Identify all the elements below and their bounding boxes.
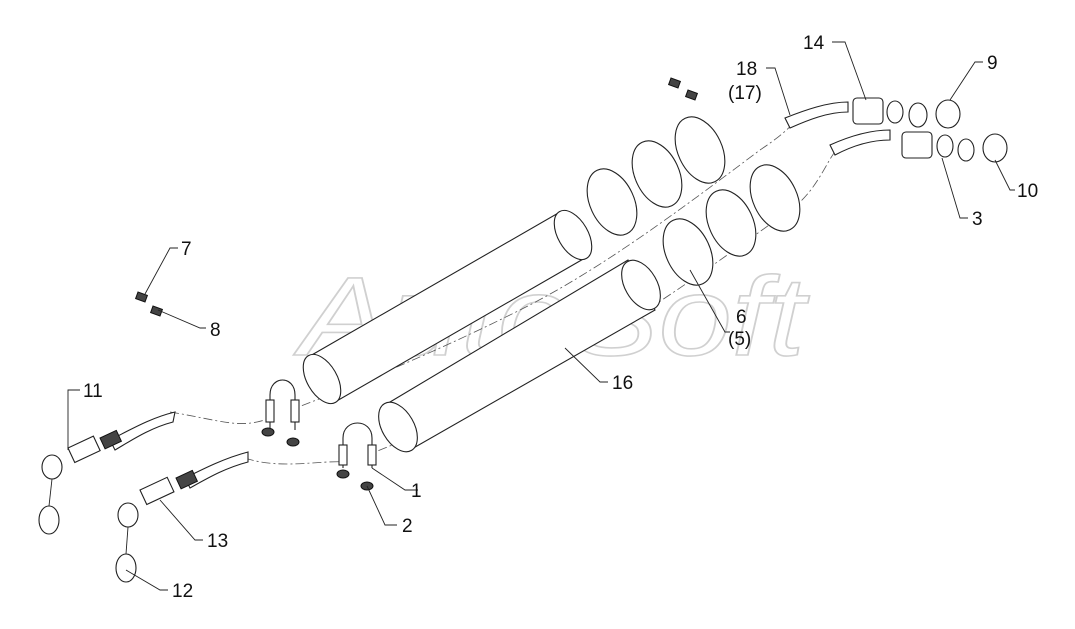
hose-upper-right xyxy=(784,101,849,129)
callout-10: 10 xyxy=(1017,181,1038,202)
nuts xyxy=(261,427,374,491)
leader-lines xyxy=(67,41,1015,591)
callout-11: 11 xyxy=(83,381,103,402)
coupling-right-lower xyxy=(901,131,1008,163)
protective-tube-lower xyxy=(378,259,661,453)
callout-8: 8 xyxy=(210,320,221,341)
callout-labels: 1 2 3 6 (5) 7 8 9 10 11 12 13 14 16 18 (… xyxy=(83,33,1038,602)
callout-17: (17) xyxy=(728,83,762,104)
callout-1: 1 xyxy=(411,481,422,502)
hose-clamps xyxy=(586,116,801,286)
callout-12: 12 xyxy=(172,581,193,602)
hose-upper-left xyxy=(99,411,176,451)
callout-13: 13 xyxy=(207,531,228,552)
callout-9: 9 xyxy=(987,53,998,74)
u-bolts xyxy=(265,379,377,468)
clips xyxy=(134,77,699,317)
hose-lower-right xyxy=(829,129,891,156)
hose-lower-left xyxy=(175,451,249,490)
callout-5: (5) xyxy=(728,329,751,350)
center-lines xyxy=(169,117,841,465)
callout-14: 14 xyxy=(803,33,825,54)
coupling-left-upper xyxy=(38,435,101,535)
callout-6: 6 xyxy=(736,307,747,328)
coupling-left-lower xyxy=(115,476,175,583)
callout-16: 16 xyxy=(612,373,633,394)
callout-18: 18 xyxy=(736,59,757,80)
protective-tube-upper xyxy=(302,209,593,405)
callout-3: 3 xyxy=(972,209,983,230)
callout-2: 2 xyxy=(402,516,413,537)
callout-7: 7 xyxy=(181,239,192,260)
coupling-right-upper xyxy=(852,97,961,129)
